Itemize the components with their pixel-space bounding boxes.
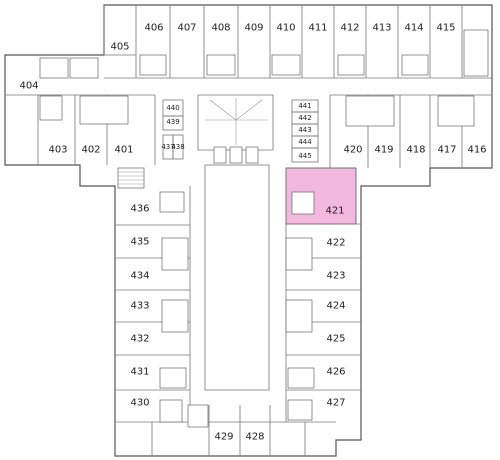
room-435: 435 [130, 237, 149, 248]
room-424: 424 [326, 301, 345, 312]
room-labels: 404 405 406 407 408 409 410 411 412 413 … [19, 23, 486, 443]
room-415: 415 [436, 23, 455, 34]
southwest-wing-walls [115, 186, 336, 456]
room-430: 430 [130, 398, 149, 409]
room-445: 445 [298, 152, 311, 160]
room-428: 428 [245, 432, 264, 443]
room-439: 439 [166, 118, 179, 126]
room-417: 417 [437, 145, 456, 156]
east-wing-walls [329, 94, 492, 168]
room-408: 408 [211, 23, 230, 34]
room-444: 444 [298, 138, 312, 146]
room-404: 404 [19, 81, 38, 92]
room-425: 425 [326, 334, 345, 345]
east-service-rooms [291, 99, 319, 163]
room-421-highlight[interactable] [285, 167, 357, 225]
west-service-rooms [162, 99, 184, 160]
southeast-wing-walls [285, 168, 361, 422]
room-402: 402 [81, 145, 100, 156]
room-411: 411 [308, 23, 327, 34]
room-413: 413 [372, 23, 391, 34]
room-407: 407 [177, 23, 196, 34]
room-438: 438 [171, 143, 184, 151]
room-437: 437 [161, 143, 174, 151]
room-432: 432 [130, 334, 149, 345]
room-418: 418 [406, 145, 425, 156]
room-436: 436 [130, 204, 149, 215]
room-409: 409 [244, 23, 263, 34]
room-420: 420 [343, 145, 362, 156]
room-406: 406 [144, 23, 163, 34]
small-room-labels: 437 438 439 440 441 442 443 444 445 [161, 102, 312, 160]
room-442: 442 [298, 114, 311, 122]
room-440: 440 [166, 104, 179, 112]
stairwell [117, 167, 145, 189]
north-bathrooms [39, 29, 489, 79]
room-405: 405 [110, 42, 129, 53]
room-403: 403 [48, 145, 67, 156]
room-431: 431 [130, 367, 149, 378]
room-410: 410 [276, 23, 295, 34]
room-441: 441 [298, 102, 311, 110]
room-423: 423 [326, 271, 345, 282]
room-443: 443 [298, 126, 311, 134]
room-416: 416 [467, 145, 486, 156]
room-427: 427 [326, 398, 345, 409]
room-426: 426 [326, 367, 345, 378]
central-atrium [197, 94, 274, 391]
room-429: 429 [214, 432, 233, 443]
room-421: 421 [325, 206, 344, 217]
room-433: 433 [130, 301, 149, 312]
room-434: 434 [130, 271, 149, 282]
room-422: 422 [326, 238, 345, 249]
room-412: 412 [340, 23, 359, 34]
west-wing-walls [5, 94, 156, 165]
north-room-walls [103, 5, 492, 79]
room-414: 414 [404, 23, 423, 34]
room-401: 401 [114, 145, 133, 156]
room-419: 419 [374, 145, 393, 156]
